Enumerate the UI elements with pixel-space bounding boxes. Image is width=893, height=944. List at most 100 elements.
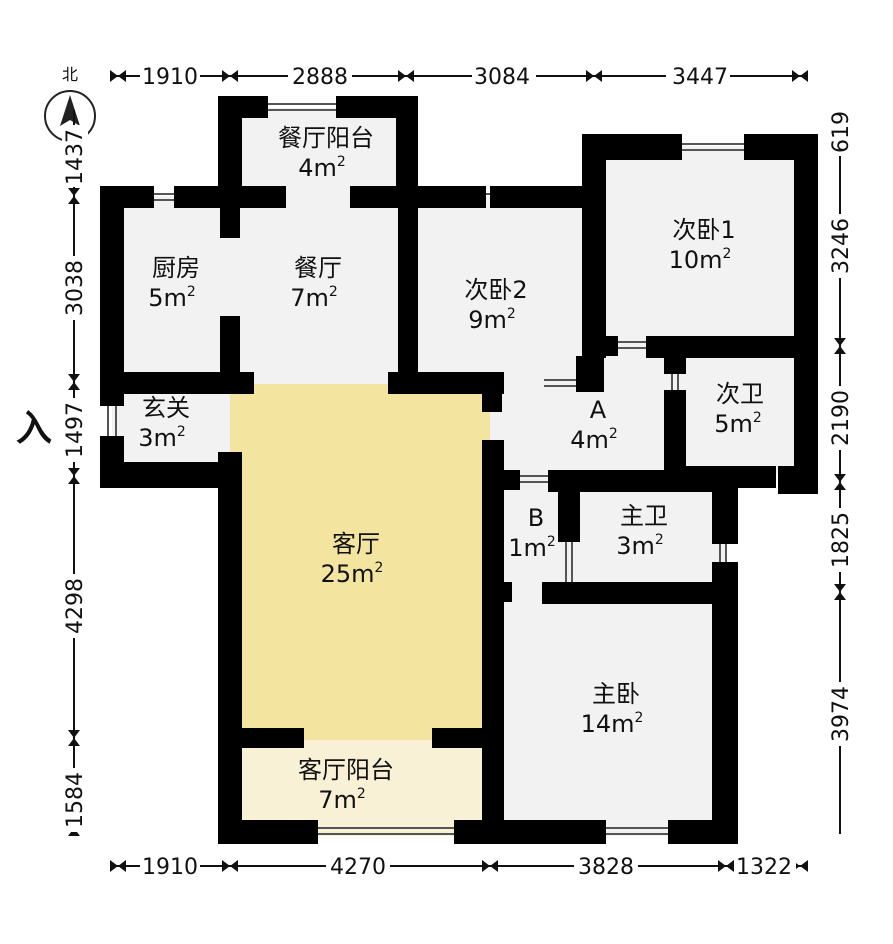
room-area: 3m2 [138,424,186,452]
dim-tick-top [586,70,594,82]
wall [230,728,304,748]
dim-top-2: 3084 [474,65,530,90]
wall [712,562,738,844]
room-area: 7m2 [290,284,338,312]
entrance-label: 入 [16,408,52,449]
room-living: 客厅 25m2 [321,530,384,588]
wall [664,390,686,486]
wall [218,452,242,844]
dim-tick-top [406,70,414,82]
room-labels: 餐厅阳台 4m2 厨房 5m2 餐厅 7m2 次卧2 9m2 次卧1 10m2 … [138,124,764,814]
dimensions-left: 1437 3038 1497 4298 1584 [62,125,88,832]
wall [794,134,818,494]
dim-tick-top [800,70,808,82]
dim-right-4: 3974 [829,686,854,742]
room-master-bedroom: 主卧 14m2 [581,680,644,738]
wall [220,198,240,238]
wall [388,372,504,394]
room-name: A [590,396,607,424]
room-name: B [528,504,544,532]
room-area: 3m2 [616,532,664,560]
floor-bedroom1 [592,146,806,346]
wall [582,134,682,160]
wall [482,470,520,490]
dim-tick-left [68,476,80,484]
wall [778,466,818,494]
room-name: 厨房 [152,254,200,282]
dim-left-4: 1584 [63,772,88,828]
floor-kitchen-dining [112,196,406,384]
room-master-bath: 主卫 3m2 [616,502,668,560]
dim-bottom-0: 1910 [142,855,198,880]
room-dining: 餐厅 7m2 [290,254,342,312]
wall [218,820,318,844]
wall [582,134,606,358]
wall [432,728,490,748]
room-dining-balcony: 餐厅阳台 4m2 [278,124,374,182]
wall [582,336,618,356]
dim-tick-top [110,70,118,82]
wall [576,356,604,392]
dim-tick-left [68,196,80,204]
room-area: 1m2 [508,534,556,562]
room-bedroom1: 次卧1 10m2 [669,216,736,274]
room-hall-a: A 4m2 [570,396,618,454]
dim-bottom-1: 4270 [330,855,386,880]
floors [112,108,806,836]
dim-tick-bottom [718,860,726,872]
wall [100,372,254,394]
wall [396,96,418,208]
dim-tick-right [834,482,846,490]
room-area: 4m2 [570,426,618,454]
dim-bottom-2: 3828 [578,855,634,880]
walls [100,96,818,844]
dim-tick-left [68,468,80,476]
dim-tick-top [222,70,230,82]
north-label: 北 [62,65,78,84]
dim-tick-right [834,592,846,600]
wall [100,186,124,406]
room-name: 次卧1 [672,216,735,244]
wall [668,820,738,844]
room-area: 14m2 [581,710,644,738]
dim-bottom-3: 1322 [736,855,792,880]
room-name: 主卧 [592,680,640,708]
wall [454,820,606,844]
room-name: 玄关 [142,394,190,422]
dim-right-2: 2190 [829,390,854,446]
dim-left-2: 1497 [63,402,88,458]
room-name: 主卫 [620,502,668,530]
wall [646,336,818,358]
dim-tick-left [68,382,80,390]
dimension-ticks [68,70,846,872]
dim-left-3: 4298 [63,578,88,634]
floor-second-bath [676,346,806,474]
room-name: 餐厅阳台 [278,124,374,152]
dim-tick-right [834,584,846,592]
room-kitchen: 厨房 5m2 [148,254,200,312]
dim-tick-top [594,70,602,82]
wall [490,186,600,208]
dim-right-3: 1825 [829,512,854,568]
dim-tick-left [68,738,80,746]
floor-living [230,384,490,740]
dim-tick-bottom [800,860,808,872]
wall [398,198,418,394]
dim-tick-bottom [490,860,498,872]
dim-tick-top [398,70,406,82]
wall [174,186,286,208]
room-area: 5m2 [148,284,196,312]
dim-top-3: 3447 [672,65,728,90]
dim-tick-right [834,346,846,354]
dimensions-bottom: 1910 4270 3828 1322 [140,853,796,880]
wall [542,582,738,604]
room-foyer: 玄关 3m2 [138,394,190,452]
room-area: 10m2 [669,246,732,274]
dim-tick-top [792,70,800,82]
dim-left-0: 1437 [63,129,88,185]
wall [548,470,738,492]
room-name: 客厅 [332,530,380,558]
dim-tick-left [68,188,80,196]
wall [558,490,580,542]
wall [498,582,512,602]
